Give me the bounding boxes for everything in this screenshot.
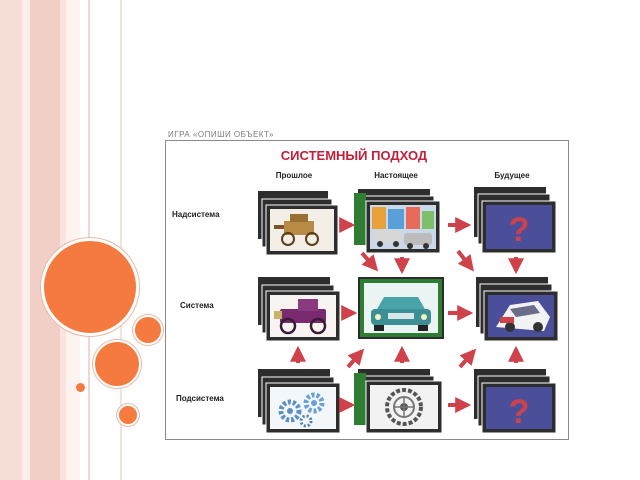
cell-past-supersystem (258, 191, 339, 256)
cell-present-supersystem (354, 189, 441, 254)
decor-stripe (60, 0, 66, 480)
question-mark-icon: ? (509, 393, 530, 431)
cell-past-subsystem (258, 369, 341, 434)
cell-present-subsystem (354, 369, 443, 434)
vintage-car-icon (274, 299, 327, 335)
decor-circle (41, 238, 139, 336)
cell-past-system (258, 277, 341, 342)
cell-future-system (476, 277, 559, 342)
column-header-past: Прошлое (276, 171, 313, 180)
row-label-subsystem: Подсистема (176, 394, 224, 403)
decor-circle (117, 404, 139, 426)
cell-future-supersystem: ? (474, 187, 557, 254)
decor-circle (133, 315, 163, 345)
decor-circle (93, 340, 141, 388)
decor-stripe (0, 0, 22, 480)
arrow-diagonal (458, 348, 477, 369)
slide-title: ИГРА «ОПИШИ ОБЪЕКТ» (168, 130, 274, 139)
column-header-present: Настоящее (374, 171, 418, 180)
decor-stripe (22, 0, 30, 480)
row-label-supersystem: Надсистема (172, 210, 220, 219)
wheel-icon (385, 388, 423, 426)
arrow-diagonal (346, 348, 365, 369)
diagram-title: СИСТЕМНЫЙ ПОДХОД (281, 148, 428, 163)
row-label-system: Система (180, 301, 214, 310)
city-traffic-icon (372, 207, 434, 249)
modern-car-icon (371, 297, 431, 331)
decor-circle (76, 383, 85, 392)
cell-future-subsystem: ? (474, 369, 557, 434)
decor-stripe (120, 0, 122, 480)
arrow-diagonal (456, 249, 474, 272)
arrows (290, 217, 524, 413)
diagram-canvas: СИСТЕМНЫЙ ПОДХОД Прошлое Настоящее Будущ… (172, 148, 559, 434)
cell-present-system (358, 277, 444, 339)
future-car-icon (496, 301, 550, 332)
gears-icon (278, 392, 325, 428)
column-header-future: Будущее (494, 171, 530, 180)
old-carriage-icon (274, 214, 319, 246)
system-approach-diagram: СИСТЕМНЫЙ ПОДХОД Прошлое Настоящее Будущ… (165, 140, 569, 440)
arrow-diagonal (360, 251, 379, 272)
question-mark-icon: ? (509, 211, 530, 249)
decor-stripe (30, 0, 60, 480)
